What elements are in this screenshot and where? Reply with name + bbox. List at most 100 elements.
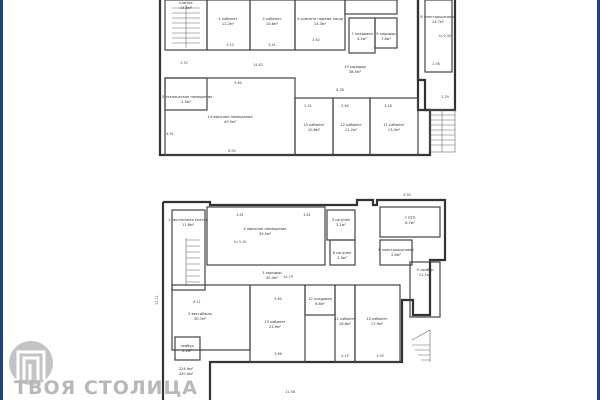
room-label: 3 санузел bbox=[332, 218, 351, 222]
room-label: 9 тамбур bbox=[416, 268, 434, 272]
room-lower-7 bbox=[379, 206, 441, 238]
watermark-logo bbox=[9, 341, 53, 385]
dimension-label: 4.90 bbox=[403, 193, 411, 197]
room-label: 12 кладовая bbox=[308, 297, 332, 301]
room-lower-1 bbox=[171, 209, 206, 291]
room-label: 11 кабинет bbox=[383, 123, 404, 127]
room-area: 2.5м² bbox=[181, 100, 191, 104]
dimension-label: 3.86 bbox=[274, 352, 282, 356]
room-area: 30.4м² bbox=[266, 276, 279, 280]
room-label: 8 электрощитовая bbox=[378, 248, 413, 252]
dimension-label: 2.51 bbox=[304, 104, 312, 108]
room-label: 2 кабинет bbox=[262, 17, 281, 21]
dimension-label: 12.11 bbox=[155, 295, 159, 305]
total-area: 420.4м² bbox=[179, 372, 194, 376]
stairs-upper-right bbox=[429, 109, 456, 153]
room-upper-11 bbox=[369, 97, 419, 156]
room-label: 12 кабинет bbox=[340, 123, 361, 127]
room-area: 7.8м² bbox=[381, 37, 391, 41]
dimension-label: 8.38 bbox=[336, 88, 344, 92]
dimension-label: 3.95 bbox=[376, 354, 384, 358]
left-border bbox=[0, 0, 3, 400]
dimension-label: 3.81 bbox=[236, 213, 244, 217]
dimension-label: 2.56 bbox=[432, 62, 440, 66]
room-upper-9 bbox=[374, 17, 398, 49]
room-label: 7 ПТП bbox=[404, 216, 415, 220]
room-area: 2.3м² bbox=[337, 256, 347, 260]
dimension-label: 3.80 bbox=[274, 297, 282, 301]
room-label: 2 вестибюль bbox=[188, 312, 212, 316]
room-label: 8 электрощитовая bbox=[420, 15, 455, 19]
room-area: 13.0м² bbox=[388, 128, 401, 132]
room-area: 6.6м² bbox=[315, 302, 325, 306]
dimension-label: 3.62 bbox=[312, 38, 320, 42]
room-upper-8 bbox=[424, 0, 453, 73]
room-area: 14.3м² bbox=[314, 22, 327, 26]
watermark-text: ТВОЯ СТОЛИЦА bbox=[14, 377, 198, 399]
dimension-label: 4.91 bbox=[166, 132, 174, 136]
dimension-label: 3.10 bbox=[226, 43, 234, 47]
dimension-label: 3.61 bbox=[303, 213, 311, 217]
dimension-label: 3.16 bbox=[384, 104, 392, 108]
room-label: 10 коридор bbox=[344, 65, 366, 69]
room-area: 11.1м² bbox=[419, 273, 432, 277]
lower-floor-plan: 1 лестничная клетка 11.8м² 4 офисное пом… bbox=[155, 193, 447, 400]
dimension-label: 3.80 bbox=[234, 81, 242, 85]
room-area: 18.8м² bbox=[339, 322, 352, 326]
stairs-lower bbox=[185, 238, 200, 286]
room-lower-vestibule bbox=[174, 336, 201, 361]
dimension-label: 11.38 bbox=[285, 390, 295, 394]
dimension-label: 14.82 bbox=[253, 63, 263, 67]
dimension-label: 8.92 bbox=[228, 149, 236, 153]
room-area: 38.5м² bbox=[349, 70, 362, 74]
room-label: 6 санузел bbox=[333, 251, 352, 255]
room-label: 9 коридор bbox=[376, 32, 396, 36]
room-label: 11 кабинет bbox=[334, 317, 355, 321]
room-label: 4 офисное помещение bbox=[244, 227, 288, 231]
room-area: 10.8м² bbox=[266, 22, 279, 26]
stairs-upper-left bbox=[172, 5, 200, 48]
dimension-label: 2.52 bbox=[180, 61, 188, 65]
dimension-label: h=2.50 bbox=[439, 34, 452, 38]
dimension-label: 2.84 bbox=[341, 104, 349, 108]
room-upper-15 bbox=[164, 77, 208, 111]
lower-outer-wall bbox=[161, 198, 447, 400]
room-area: 39.5м² bbox=[259, 232, 272, 236]
room-label: 14 офисное помещение bbox=[207, 115, 253, 119]
room-area: 2.2м² bbox=[182, 349, 192, 353]
room-area: 11.2м² bbox=[345, 128, 358, 132]
room-label: клетка bbox=[179, 1, 192, 5]
stairs-lower-right bbox=[411, 329, 431, 362]
room-lower-2 bbox=[171, 284, 251, 351]
room-lower-13 bbox=[249, 284, 306, 363]
room-lower-6 bbox=[329, 239, 356, 266]
room-label: 10 кабинет bbox=[366, 317, 387, 321]
room-label: 7 кладовая bbox=[351, 32, 372, 36]
room-lower-10 bbox=[354, 284, 401, 363]
upper-right-wing-wall bbox=[416, 0, 457, 112]
room-upper-wc bbox=[344, 0, 398, 15]
dimension-label: 14.79 bbox=[283, 275, 293, 279]
room-area: 4.2м² bbox=[357, 37, 367, 41]
room-area: 10.8м² bbox=[308, 128, 321, 132]
total-area: 224.9м² bbox=[179, 367, 194, 371]
room-area: 12.2м² bbox=[222, 22, 235, 26]
room-lower-9 bbox=[409, 261, 441, 318]
room-upper-3 bbox=[294, 0, 346, 51]
dimension-label: h=3.10 bbox=[234, 240, 247, 244]
dimension-label: 2.29 bbox=[441, 95, 449, 99]
room-area: 17.9м² bbox=[371, 322, 384, 326]
room-area: 30.7м² bbox=[194, 317, 207, 321]
room-lower-8 bbox=[379, 239, 413, 266]
room-label: 3 комната приема пищи bbox=[297, 17, 344, 21]
room-label: тамбур bbox=[180, 344, 194, 348]
upper-floor-plan: клетка 14.5м² 1 кабинет 12.2м² 2 кабинет… bbox=[158, 0, 457, 157]
room-lower-4 bbox=[206, 206, 326, 266]
right-border bbox=[597, 0, 600, 400]
room-label: 13 кабинет bbox=[264, 320, 285, 324]
room-area: 6.7м² bbox=[405, 221, 415, 225]
room-label: 13 кабинет bbox=[303, 123, 324, 127]
room-area: 11.8м² bbox=[182, 223, 195, 227]
room-area: 2.6м² bbox=[391, 253, 401, 257]
